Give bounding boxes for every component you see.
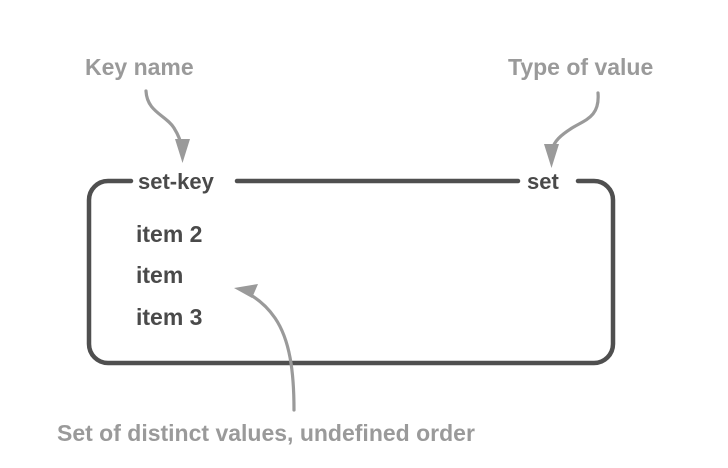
key-label: set-key (138, 169, 215, 194)
set-caption-arrow-head-icon (234, 284, 258, 298)
list-item: item (136, 262, 183, 288)
type-label: set (527, 169, 559, 194)
type-of-value-arrow-head-icon (544, 144, 559, 168)
list-item: item 2 (136, 221, 202, 247)
key-name-arrow-head-icon (175, 139, 190, 163)
key-name-annotation-label: Key name (85, 54, 194, 80)
type-of-value-annotation-label: Type of value (508, 54, 653, 80)
set-caption-annotation-label: Set of distinct values, undefined order (57, 420, 475, 446)
type-of-value-arrow-curve (550, 91, 600, 152)
box-outline (86, 178, 616, 366)
list-item: item 3 (136, 304, 202, 330)
set-caption-arrow-curve (247, 292, 296, 412)
